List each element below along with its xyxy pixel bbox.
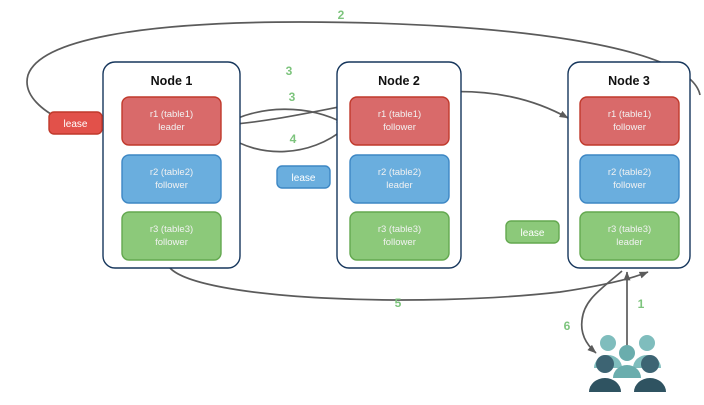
replica-n3-r2-line1: r2 (table2) xyxy=(608,167,651,178)
step-number-4: 4 xyxy=(290,132,297,146)
node-1-title: Node 1 xyxy=(151,74,193,88)
replica-n3-r1-box xyxy=(579,96,680,146)
lease-green-label: lease xyxy=(521,228,545,239)
node-3[interactable]: Node 3 r1 (table1) follower r2 (table2) … xyxy=(567,61,691,269)
replica-n2-r2[interactable]: r2 (table2) leader xyxy=(349,154,450,204)
replica-n1-r1[interactable]: r1 (table1) leader xyxy=(121,96,222,146)
replica-n2-r2-line1: r2 (table2) xyxy=(378,167,421,178)
lease-red-box xyxy=(48,111,103,135)
node-3-title: Node 3 xyxy=(608,74,650,88)
node-1[interactable]: Node 1 r1 (table1) leader r2 (table2) fo… xyxy=(102,61,241,269)
replica-n2-r3-line2: follower xyxy=(383,237,416,248)
step-number-3-lower: 3 xyxy=(289,90,296,104)
lease-blue-label: lease xyxy=(292,173,316,184)
flow-arrow-2: 2 xyxy=(26,8,701,121)
replica-n1-r3-line2: follower xyxy=(155,237,188,248)
replica-n2-r1-line2: follower xyxy=(383,122,416,133)
replica-n1-r2-line1: r2 (table2) xyxy=(150,167,193,178)
replica-n1-r3-line1: r3 (table3) xyxy=(150,224,193,235)
flow-arrow-5: 5 xyxy=(169,267,649,310)
replica-n3-r2-line2: follower xyxy=(613,180,646,191)
step-number-5: 5 xyxy=(395,296,402,310)
replica-n2-r2-box xyxy=(349,154,450,204)
replica-n1-r1-line2: leader xyxy=(158,122,184,133)
lease-red-label: lease xyxy=(64,119,88,130)
step-number-6: 6 xyxy=(564,319,571,333)
replica-n2-r1-line1: r1 (table1) xyxy=(378,109,421,120)
replica-n1-r1-line1: r1 (table1) xyxy=(150,109,193,120)
replica-n2-r1-box xyxy=(349,96,450,146)
node-2[interactable]: Node 2 r1 (table1) follower r2 (table2) … xyxy=(336,61,462,269)
replica-n1-r3[interactable]: r3 (table3) follower xyxy=(121,211,222,261)
lease-blue-box xyxy=(276,165,331,189)
replica-n3-r3-line1: r3 (table3) xyxy=(608,224,651,235)
replica-n3-r1-line1: r1 (table1) xyxy=(608,109,651,120)
replica-n1-r2[interactable]: r2 (table2) follower xyxy=(121,154,222,204)
replica-n2-r1[interactable]: r1 (table1) follower xyxy=(349,96,450,146)
users-group-icon xyxy=(589,335,666,392)
step-number-3-upper: 3 xyxy=(286,64,293,78)
replica-n1-r2-box xyxy=(121,154,222,204)
replica-n2-r3[interactable]: r3 (table3) follower xyxy=(349,211,450,261)
replica-n1-r1-box xyxy=(121,96,222,146)
replica-n3-r3-line2: leader xyxy=(616,237,642,248)
replica-n3-r1[interactable]: r1 (table1) follower xyxy=(579,96,680,146)
flow-arrow-6: 6 xyxy=(564,270,623,354)
replica-n2-r3-box xyxy=(349,211,450,261)
flow-arrow-1: 1 xyxy=(623,271,645,352)
lease-green-box xyxy=(505,220,560,244)
replica-n3-r3-box xyxy=(579,211,680,261)
replica-n3-r2-box xyxy=(579,154,680,204)
replica-n3-r2[interactable]: r2 (table2) follower xyxy=(579,154,680,204)
step-number-1: 1 xyxy=(638,297,645,311)
replica-n3-r3[interactable]: r3 (table3) leader xyxy=(579,211,680,261)
replica-n1-r3-box xyxy=(121,211,222,261)
step-number-2: 2 xyxy=(338,8,345,22)
replica-n2-r3-line1: r3 (table3) xyxy=(378,224,421,235)
lease-blue[interactable]: lease xyxy=(276,165,331,189)
node-2-title: Node 2 xyxy=(378,74,420,88)
flow-arrow-4: 4 xyxy=(227,127,346,153)
lease-red[interactable]: lease xyxy=(48,111,103,135)
replica-n1-r2-line2: follower xyxy=(155,180,188,191)
replica-n2-r2-line2: leader xyxy=(386,180,412,191)
replica-n3-r1-line2: follower xyxy=(613,122,646,133)
lease-green[interactable]: lease xyxy=(505,220,560,244)
